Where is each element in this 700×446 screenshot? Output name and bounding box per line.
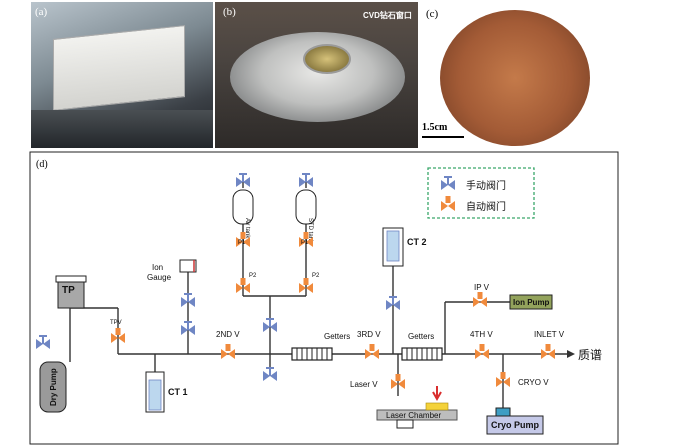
cryo-pump-label: Cryo Pump [491,420,540,430]
legend-box [427,167,535,219]
3rd-valve-label: 3RD V [357,330,381,339]
cryo-valve-label: CRYO V [518,378,549,387]
diagram-frame [29,151,619,445]
air-tank-label: Air tank [244,218,250,239]
panel-label-a: (a) [35,6,48,18]
air-p2-label: P2 [249,273,257,279]
ion-pump-label: Ion Pump [513,298,550,307]
cryo-pump-head [495,407,511,417]
ion-gauge-label-line2: Gauge [147,273,172,282]
photo-panel-b: (b) CVD钻石窗口 [215,2,418,148]
sample-holder [440,10,590,146]
std-tank-label: STD tank [307,218,313,244]
ion-gauge-body [179,259,197,273]
cvd-window-caption: CVD钻石窗口 [363,11,412,20]
dry-pump-body [39,361,67,413]
dry-pump-manual-valve-icon [35,335,51,350]
laser-chamber-port [396,419,414,429]
ct2-label: CT 2 [407,237,427,247]
legend-auto-valve-icon [441,196,455,211]
tank-bottom-manual-valve-icon [262,367,278,382]
laser-chamber [376,409,458,421]
ion-gauge-label-line1: Ion [152,263,163,272]
tp-cap [55,275,87,283]
inlet-valve-auto-icon [541,344,555,359]
scale-bar-label: 1.5cm [422,122,448,133]
getters-1-label: Getters [324,332,350,341]
getters-2-label: Getters [408,332,434,341]
air-p1-label: P1 [238,240,246,246]
panel-label-d: (d) [36,159,48,170]
laser-beam-arrow [432,386,442,402]
ip-valve-auto-icon [473,292,487,307]
mass-spec-label: 质谱 [578,348,602,362]
legend-manual-label: 手动阀门 [466,179,506,192]
scale-bar [422,136,464,138]
cvd-window [303,44,351,74]
4th-valve-auto-icon [475,344,489,359]
laser-sample [425,402,449,411]
ion-pump [509,294,553,310]
tp-label: TP [62,285,75,296]
ct1-label: CT 1 [168,387,188,397]
tp-body [57,281,85,309]
ct2-coolant [386,230,400,262]
std-tank [295,189,317,225]
legend-manual-valve-icon [440,176,456,191]
getters-2 [401,347,443,361]
cryo-pump [486,415,544,435]
laser-valve-label: Laser V [350,380,378,389]
panel-label-c: (c) [426,8,439,20]
photo-panel-c: (c) 1.5cm [420,2,604,148]
ip-valve-label: IP V [474,283,490,292]
photo-panel-a: (a) [31,2,213,148]
std-p1-label: P1 [301,240,309,246]
ct1-coolant [148,379,162,411]
mass-spec-arrow [567,350,575,358]
legend-auto-label: 自动阀门 [466,200,506,213]
air-tank [232,189,254,225]
panel-label-b: (b) [223,6,236,18]
laser-chamber-label: Laser Chamber [386,411,441,420]
4th-valve-label: 4TH V [470,330,493,339]
getters-1 [291,347,333,361]
inlet-valve-label: INLET V [534,330,565,339]
2nd-valve-auto-icon [221,344,235,359]
tpv-label: TPV [110,320,122,326]
std-p2-label: P2 [312,273,320,279]
dry-pump-label: Dry Pump [49,368,58,406]
bench [31,110,213,148]
2nd-valve-label: 2ND V [216,330,240,339]
3rd-valve-auto-icon [365,344,379,359]
